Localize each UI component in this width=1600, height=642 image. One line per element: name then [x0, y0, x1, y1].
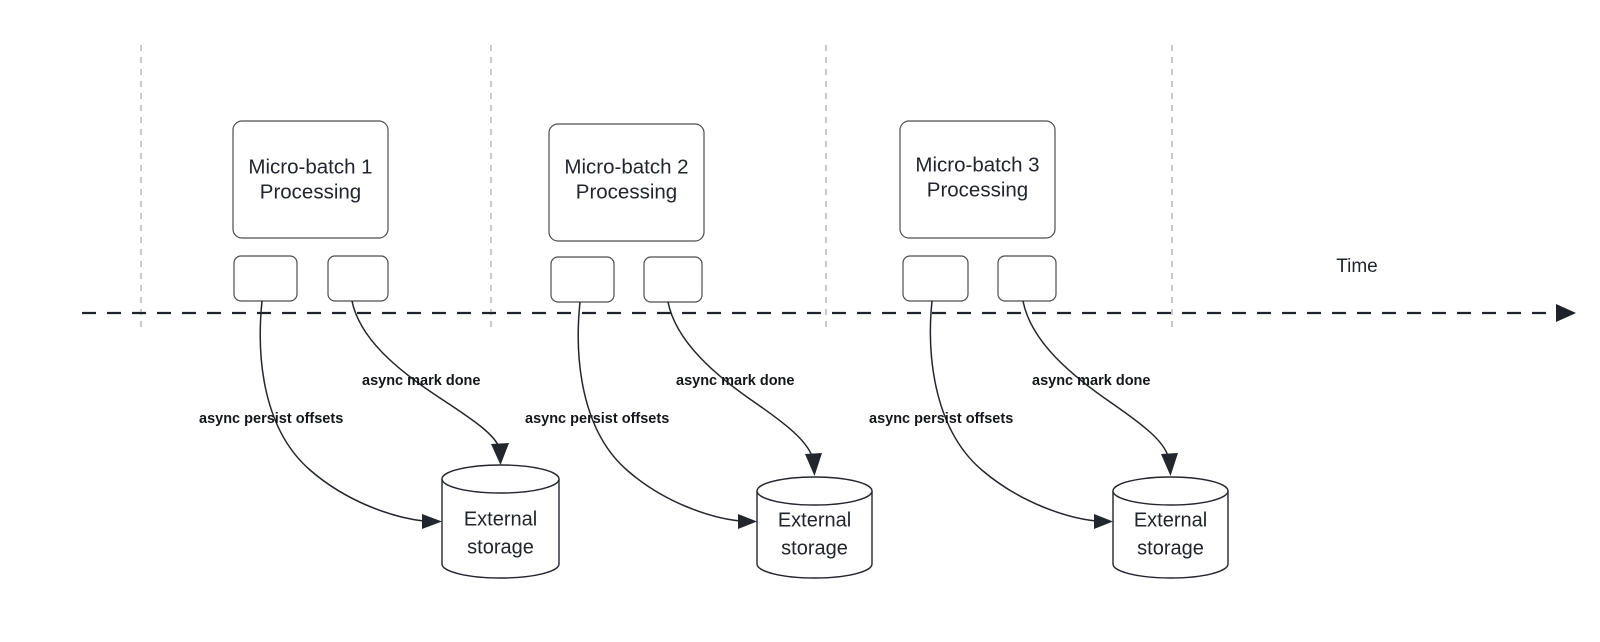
- time-axis-arrowhead: [1556, 304, 1576, 322]
- batch-3-mark-done-label: async mark done: [1032, 373, 1150, 389]
- micro-batch-1-box[interactable]: [232, 120, 389, 239]
- micro-batch-3-title-line2: Processing: [927, 178, 1028, 201]
- external-storage-2[interactable]: External storage: [756, 476, 873, 579]
- time-axis-label: Time: [1336, 256, 1378, 277]
- micro-batch-2-title-line2: Processing: [576, 180, 677, 203]
- micro-batch-3-box[interactable]: [899, 120, 1056, 239]
- batch-1-mark-done-label: async mark done: [362, 373, 480, 389]
- batch-1-persist-offsets-label: async persist offsets: [199, 411, 343, 427]
- external-storage-3-label-line2: storage: [1137, 537, 1204, 559]
- external-storage-2-body: [756, 491, 873, 579]
- external-storage-3-body: [1112, 491, 1229, 579]
- batch-2-task-box-a[interactable]: [550, 256, 615, 303]
- external-storage-1-label-line1: External: [464, 508, 537, 530]
- external-storage-3-label-line1: External: [1134, 509, 1207, 531]
- batch-3-mark-done-arrowhead: [1161, 453, 1178, 476]
- time-axis: [82, 304, 1576, 322]
- batch-3-task-box-a[interactable]: [902, 255, 969, 302]
- batch-2-mark-done-arrowhead: [805, 453, 822, 476]
- batch-1-task-box-a[interactable]: [233, 255, 298, 302]
- batch-1-mark-done-arrow: [351, 300, 500, 448]
- external-storage-3-top-ellipse: [1112, 476, 1229, 506]
- external-storage-2-top-ellipse: [756, 476, 873, 506]
- batch-group-2: Micro-batch 2 Processing async persist o…: [525, 123, 873, 579]
- micro-batch-2-box[interactable]: [548, 123, 705, 242]
- batch-3-persist-offsets-label: async persist offsets: [869, 411, 1013, 427]
- batch-group-3: Micro-batch 3 Processing async persist o…: [869, 120, 1229, 579]
- micro-batch-2-title-line1: Micro-batch 2: [564, 155, 688, 178]
- external-storage-3[interactable]: External storage: [1112, 476, 1229, 579]
- batch-2-mark-done-label: async mark done: [676, 373, 794, 389]
- batch-2-persist-offsets-label: async persist offsets: [525, 411, 669, 427]
- batch-group-1: Micro-batch 1 Processing async persist o…: [199, 120, 560, 579]
- micro-batch-3-title-line1: Micro-batch 3: [915, 153, 1039, 176]
- batch-2-persist-offsets-arrowhead: [738, 514, 757, 529]
- external-storage-1-top-ellipse: [441, 464, 560, 494]
- batch-1-persist-offsets-arrowhead: [422, 514, 442, 529]
- batch-3-persist-offsets-arrowhead: [1094, 514, 1113, 529]
- batch-1-task-box-b[interactable]: [327, 255, 389, 302]
- external-storage-1[interactable]: External storage: [441, 464, 560, 579]
- micro-batch-1-title-line2: Processing: [260, 180, 361, 203]
- batch-2-persist-offsets-arrow: [577, 301, 741, 522]
- batch-1-mark-done-arrowhead: [491, 443, 509, 465]
- micro-batch-1-title-line1: Micro-batch 1: [248, 155, 372, 178]
- external-storage-1-label-line2: storage: [467, 536, 534, 558]
- external-storage-1-body: [441, 479, 560, 579]
- batch-2-task-box-b[interactable]: [643, 256, 703, 303]
- batch-1-persist-offsets-arrow: [259, 300, 425, 522]
- external-storage-2-label-line2: storage: [781, 537, 848, 559]
- batch-3-persist-offsets-arrow: [929, 300, 1097, 522]
- batch-3-task-box-b[interactable]: [997, 255, 1057, 302]
- batch-2-mark-done-arrow: [667, 301, 813, 457]
- external-storage-2-label-line1: External: [778, 509, 851, 531]
- batch-3-mark-done-arrow: [1022, 300, 1169, 457]
